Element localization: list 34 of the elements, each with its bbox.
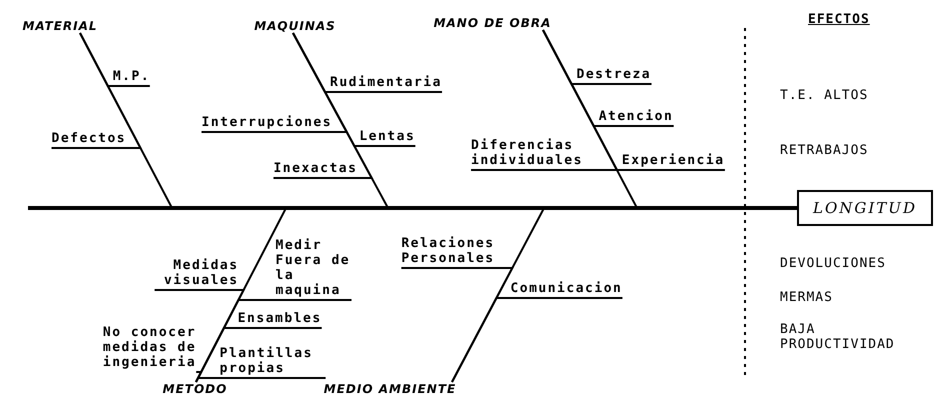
effect-label: T.E. ALTOS <box>780 88 868 103</box>
category-label: MATERIAL <box>5 19 115 33</box>
category-label: MANO DE OBRA <box>425 16 560 30</box>
cause-label: Rudimentaria <box>330 75 442 92</box>
cause-label: Destreza <box>576 67 652 84</box>
cause-line <box>542 30 725 171</box>
cause-label: Plantillas propias <box>220 346 326 378</box>
cause-line <box>273 32 374 179</box>
cause-line <box>52 32 142 149</box>
cause-label: Comunicacion <box>510 281 622 298</box>
effect-label: DEVOLUCIONES <box>780 256 886 271</box>
category-label: MEDIO AMBIENTE <box>315 382 465 396</box>
effect-label: RETRABAJOS <box>780 143 868 158</box>
cause-label: M.P. <box>112 69 150 86</box>
cause-label: Defectos <box>52 131 126 148</box>
column-heading: EFECTOS <box>808 12 870 27</box>
cause-label: Atencion <box>598 109 674 126</box>
cause-line <box>451 297 622 382</box>
cause-label: Inexactas <box>273 161 358 178</box>
cause-label: Medidas visuales <box>154 258 239 290</box>
cause-label: No conocer medidas de ingenieria <box>92 325 196 372</box>
cause-label: Diferencias individuales <box>471 138 596 170</box>
category-label: METODO <box>150 382 240 396</box>
effect-box: LONGITUD <box>797 190 933 226</box>
effect-label: BAJA PRODUCTIVIDAD <box>780 322 896 352</box>
cause-label: Medir Fuera de la maquina <box>276 238 352 300</box>
cause-label: Interrupciones <box>202 115 332 132</box>
cause-label: Experiencia <box>622 153 725 170</box>
effect-label: MERMAS <box>780 290 833 305</box>
cause-label: Relaciones Personales <box>401 236 508 268</box>
cause-label: Ensambles <box>238 311 322 328</box>
cause-line <box>195 377 326 382</box>
cause-label: Lentas <box>359 129 416 146</box>
category-label: MAQUINAS <box>245 19 345 33</box>
